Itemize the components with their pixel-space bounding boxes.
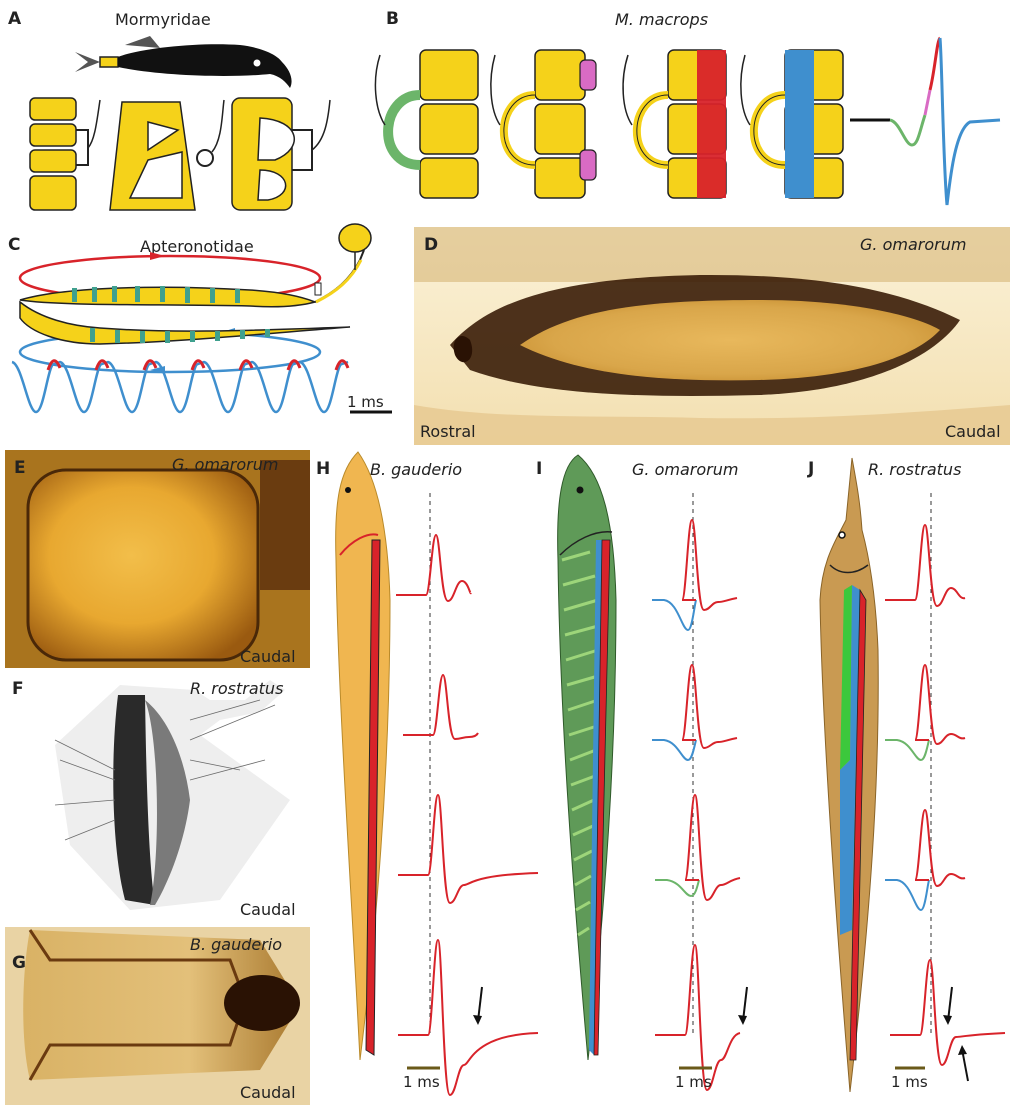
eod-prephase-blue <box>885 880 929 910</box>
eod-prephase-blue <box>652 600 696 630</box>
eod-traces-H <box>396 535 538 1095</box>
eod-prephase-blue <box>652 740 696 760</box>
orient-label-G: Caudal <box>240 1083 296 1102</box>
panel-species-J: R. rostratus <box>868 460 961 479</box>
panel-C: C Apteronotidae <box>8 224 392 412</box>
panel-title-B: M. macrops <box>615 10 708 29</box>
panel-E: E G. omarorum Caudal <box>5 450 310 668</box>
axis-rostral-label: Rostral <box>420 422 476 441</box>
multiphasic-eod-waveform <box>850 38 1000 205</box>
panel-label-J: J <box>807 459 814 479</box>
eye-icon <box>577 487 584 494</box>
eod-peak-3 <box>144 361 156 370</box>
panel-label-F: F <box>12 679 24 699</box>
panel-label-I: I <box>536 459 542 479</box>
panel-species-H: B. gauderio <box>370 460 462 479</box>
mormyrid-electrocyte-1 <box>30 98 100 210</box>
b-gauderio-fish-body <box>336 452 390 1060</box>
eod-trace <box>398 795 538 903</box>
panel-J: J R. rostratus 1 ms <box>807 458 1005 1092</box>
eod-trace <box>682 665 737 748</box>
scale-label-I: 1 ms <box>675 1073 712 1091</box>
eod-trace <box>682 520 737 610</box>
panel-F: F R. rostratus Caudal <box>5 672 310 922</box>
down-arrow-icon <box>473 1015 482 1025</box>
panel-species-D: G. omarorum <box>860 235 966 254</box>
electrocyte-stalk-green <box>375 50 478 198</box>
eod-trace <box>403 675 478 739</box>
eod-traces-I <box>652 520 747 1090</box>
eod-trace <box>398 940 538 1095</box>
panel-title-A: Mormyridae <box>115 10 211 29</box>
scale-label-H: 1 ms <box>403 1073 440 1091</box>
panel-label-B: B <box>386 9 399 29</box>
panel-title-C: Apteronotidae <box>140 237 254 256</box>
panel-species-G: B. gauderio <box>190 935 282 954</box>
eod-trace <box>885 525 965 606</box>
eod-trace <box>915 665 965 744</box>
panel-label-H: H <box>316 459 330 479</box>
eod-trace <box>915 810 965 886</box>
panel-label-E: E <box>14 458 26 478</box>
panel-label-A: A <box>8 9 22 29</box>
panel-H: H B. gauderio 1 ms <box>316 452 538 1095</box>
eye-icon <box>839 532 845 538</box>
g-omarorum-fish-body <box>558 455 616 1060</box>
r-rostratus-fish-body <box>820 458 878 1092</box>
mormyrid-electrocyte-3 <box>232 98 330 210</box>
eod-prephase-green <box>885 740 929 760</box>
panel-label-C: C <box>8 235 20 255</box>
electrocyte-face-blue <box>741 50 843 198</box>
down-arrow-icon <box>943 1015 952 1025</box>
panel-A: A Mormyridae <box>8 9 330 210</box>
eod-peak-2 <box>96 361 108 370</box>
mormyrid-electrocyte-2 <box>110 100 224 210</box>
panel-label-D: D <box>424 235 438 255</box>
eod-prephase-green <box>655 880 699 896</box>
electrocyte-stalk-magenta <box>491 50 596 198</box>
orient-label-E: Caudal <box>240 647 296 666</box>
panel-I: I G. omarorum 1 ms <box>536 455 747 1091</box>
panel-species-F: R. rostratus <box>190 679 283 698</box>
eod-peak-7 <box>336 361 348 370</box>
up-arrow-icon <box>958 1045 967 1055</box>
panel-D: D G. omarorum Rostral Caudal <box>414 227 1010 445</box>
panel-G: G B. gauderio Caudal <box>5 927 310 1105</box>
eye-icon <box>345 487 351 493</box>
electrocyte-face-red <box>623 50 726 198</box>
eod-traces-J <box>885 525 1005 1081</box>
scale-label-C: 1 ms <box>347 393 384 411</box>
panel-species-I: G. omarorum <box>632 460 738 479</box>
orient-label-F: Caudal <box>240 900 296 919</box>
eod-trace <box>890 960 1005 1065</box>
down-arrow-icon <box>738 1015 747 1025</box>
panel-B: B M. macrops <box>375 9 1000 205</box>
eod-trace <box>396 535 471 601</box>
axis-caudal-label: Caudal <box>945 422 1001 441</box>
mormyrid-fish-icon <box>75 36 292 88</box>
panel-species-E: G. omarorum <box>172 455 278 474</box>
eod-peak-4 <box>192 361 204 370</box>
panel-label-G: G <box>12 953 26 973</box>
apteronotid-eod-wave <box>12 362 348 412</box>
scale-label-J: 1 ms <box>891 1073 928 1091</box>
eod-peak-6 <box>288 361 300 370</box>
